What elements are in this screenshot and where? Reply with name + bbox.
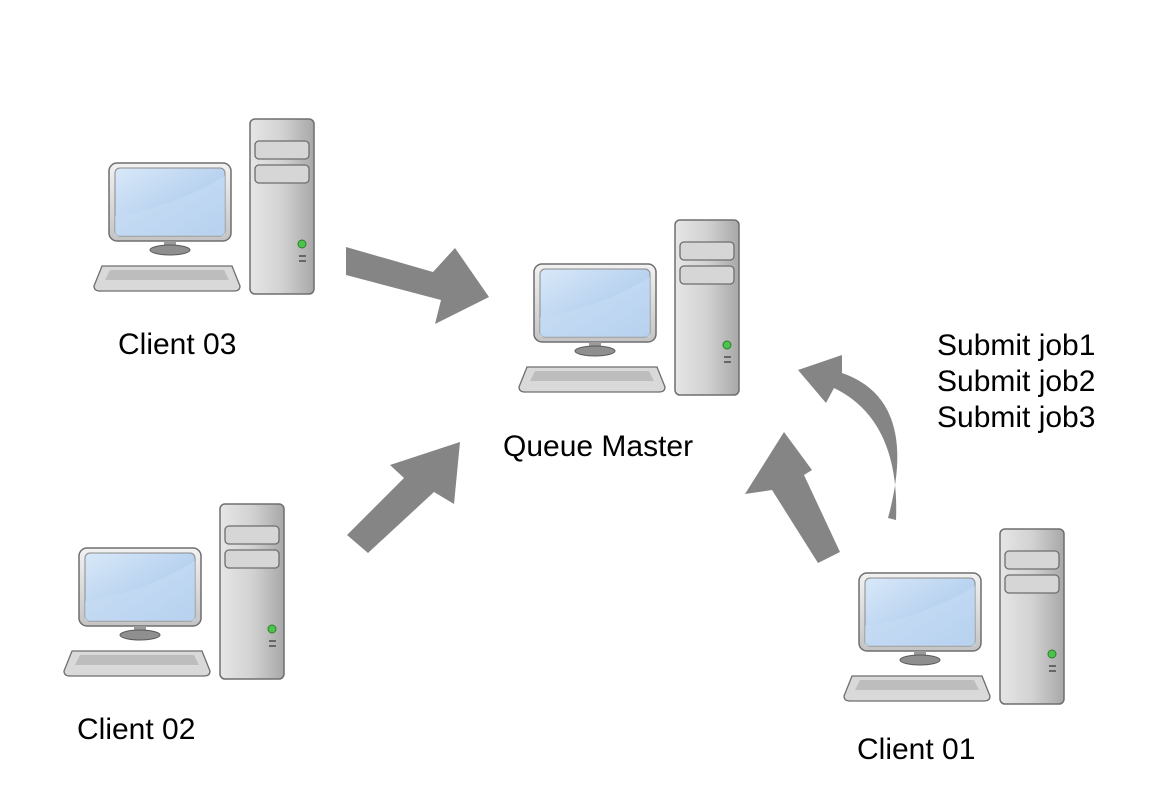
client-01-computer-icon: [842, 526, 1082, 716]
job-item: Submit job3: [937, 401, 1096, 434]
client-02-label: Client 02: [77, 713, 196, 746]
arrow-client01-to-master: [745, 432, 840, 563]
job-item: Submit job2: [937, 365, 1096, 398]
queue-master-label: Queue Master: [503, 430, 694, 463]
client-02-computer-icon: [62, 501, 302, 691]
client-01-label: Client 01: [857, 733, 976, 766]
job-submission-list: Submit job1 Submit job2 Submit job3: [937, 328, 1095, 436]
client-03-computer-icon: [92, 116, 332, 306]
job-item: Submit job1: [937, 329, 1096, 362]
arrow-submit-jobs-curved: [798, 355, 898, 520]
client-03-label: Client 03: [118, 328, 237, 361]
queue-master-computer-icon: [517, 217, 757, 407]
arrow-client03-to-master: [346, 247, 489, 324]
arrow-client02-to-master: [347, 442, 460, 553]
